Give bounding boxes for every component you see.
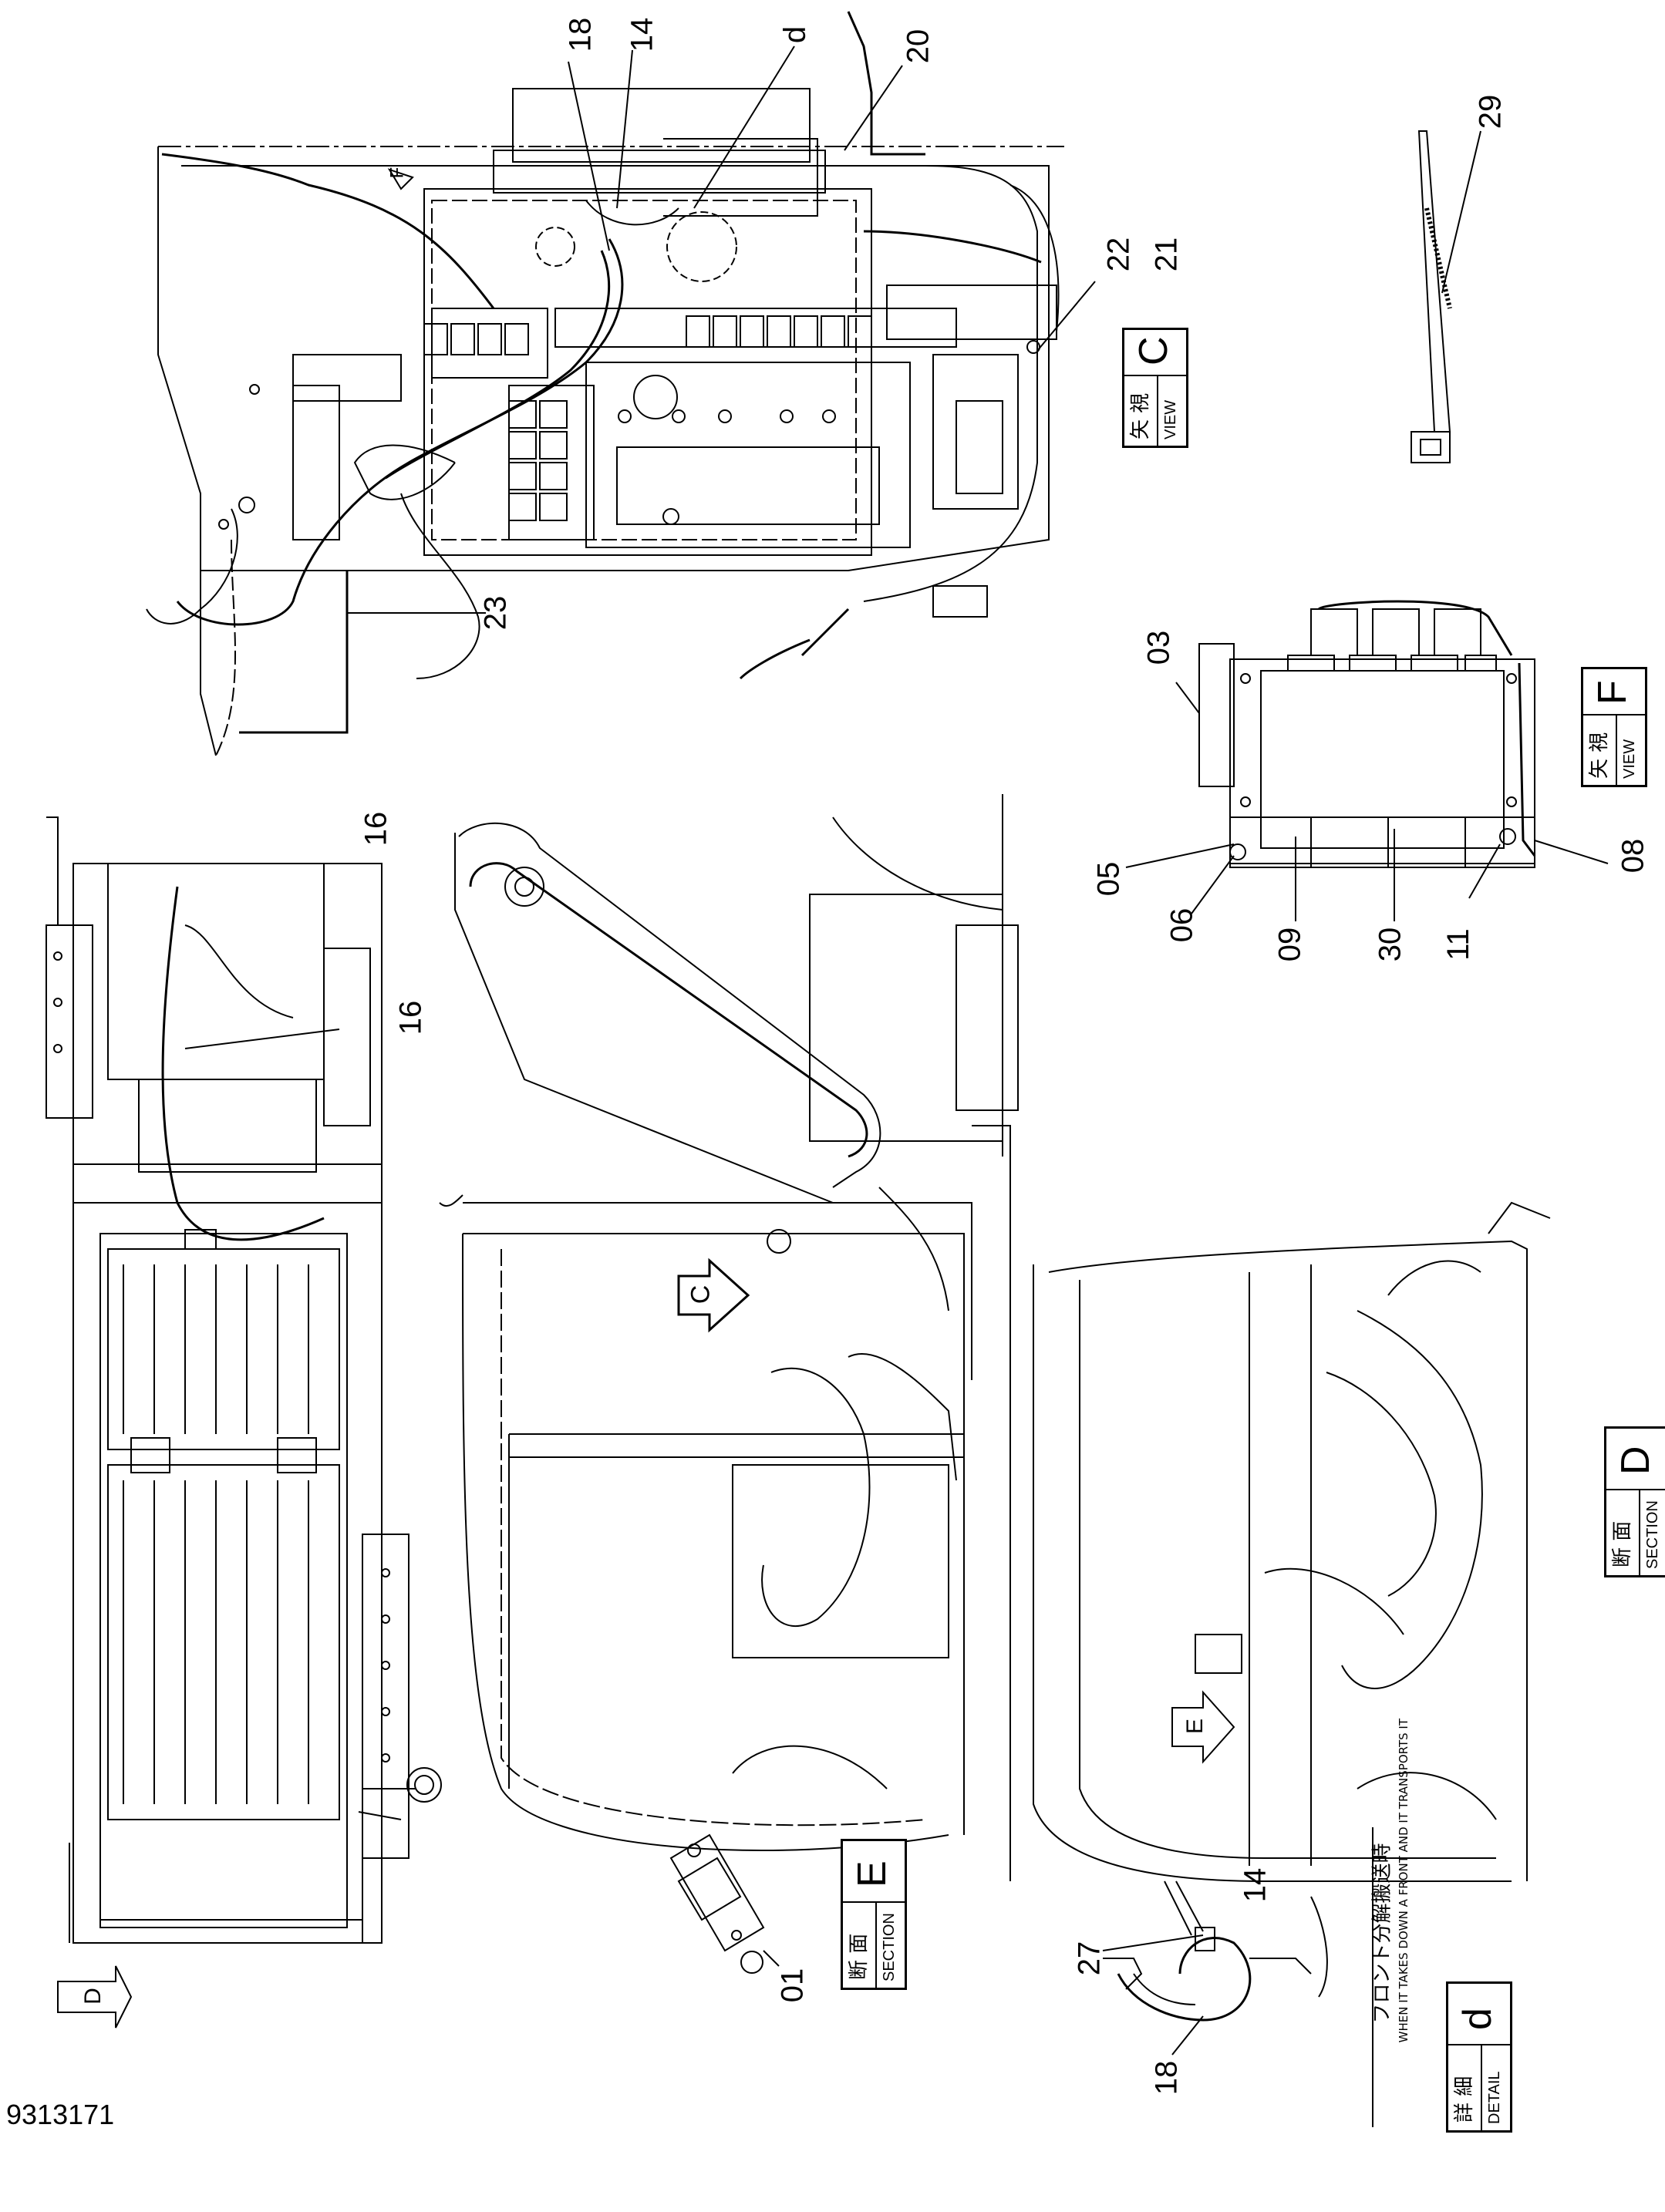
section-e-part (669, 1833, 780, 1974)
callout-14-top: 14 (625, 17, 659, 52)
view-f-unit (1125, 600, 1609, 921)
callout-06: 06 (1164, 907, 1199, 943)
callout-03: 03 (1141, 630, 1176, 665)
callout-08: 08 (1616, 838, 1650, 874)
callout-09: 09 (1272, 927, 1307, 962)
detail-d-hose (1102, 130, 1481, 2127)
section-d-letter: D (1613, 1446, 1658, 1475)
callout-21: 21 (1149, 237, 1184, 272)
detail-note-jp: フロント分解搬送時 (1370, 1843, 1394, 2024)
callout-18-top: 18 (563, 17, 598, 52)
section-e-title: 断 面 SECTION E (841, 1839, 907, 1990)
view-c-title: 矢 視 VIEW C (1122, 328, 1188, 448)
boom-and-cab (439, 794, 1019, 1881)
detail-d-letter: d (1455, 2008, 1500, 2030)
callout-d: d (778, 25, 813, 44)
section-e-en: SECTION (881, 1913, 898, 1981)
callout-18-detail: 18 (1149, 2060, 1184, 2096)
section-d-cab (1033, 1201, 1551, 1882)
detail-d-title: 詳 細 DETAIL d (1446, 1981, 1512, 2133)
wiring-harness-drawing (46, 11, 1609, 2127)
detail-note-en: WHEN IT TAKES DOWN A FRONT AND IT TRANSP… (1397, 1719, 1411, 2043)
callout-05: 05 (1091, 861, 1126, 897)
section-e-letter: E (850, 1860, 895, 1887)
callout-16-left: 16 (393, 1000, 428, 1035)
detail-d-en: DETAIL (1486, 2071, 1503, 2124)
detail-d-jp: 詳 細 (1453, 2076, 1476, 2123)
view-c-jp: 矢 視 (1129, 392, 1152, 439)
view-f-letter: F (1590, 680, 1635, 705)
marker-d: D (79, 1988, 106, 2005)
marker-e: E (1182, 1718, 1208, 1735)
battery-frame (46, 816, 442, 2029)
section-e-jp: 断 面 (848, 1933, 871, 1980)
callout-14-detail: 14 (1238, 1867, 1272, 1903)
callout-29: 29 (1473, 94, 1508, 130)
callout-22: 22 (1101, 237, 1136, 272)
section-d-title: 断 面 SECTION D (1604, 1426, 1665, 1577)
view-f-title: 矢 視 VIEW F (1581, 667, 1647, 787)
view-f-en: VIEW (1621, 739, 1638, 779)
marker-f: F (386, 167, 408, 179)
view-c-letter: C (1131, 336, 1176, 365)
callout-27: 27 (1072, 1941, 1107, 1976)
callout-16-boom: 16 (359, 811, 393, 847)
marker-c: C (686, 1284, 716, 1305)
callout-30: 30 (1373, 927, 1407, 962)
document-number: 9313171 (6, 2099, 115, 2130)
view-c-en: VIEW (1162, 399, 1179, 439)
callout-01: 01 (775, 1968, 810, 2003)
callout-20: 20 (901, 29, 935, 64)
section-d-en: SECTION (1644, 1500, 1661, 1569)
view-c-panel (146, 11, 1096, 756)
callout-23: 23 (478, 595, 513, 631)
view-f-jp: 矢 視 (1588, 732, 1611, 779)
callout-11: 11 (1441, 928, 1475, 961)
section-d-jp: 断 面 (1611, 1520, 1634, 1567)
